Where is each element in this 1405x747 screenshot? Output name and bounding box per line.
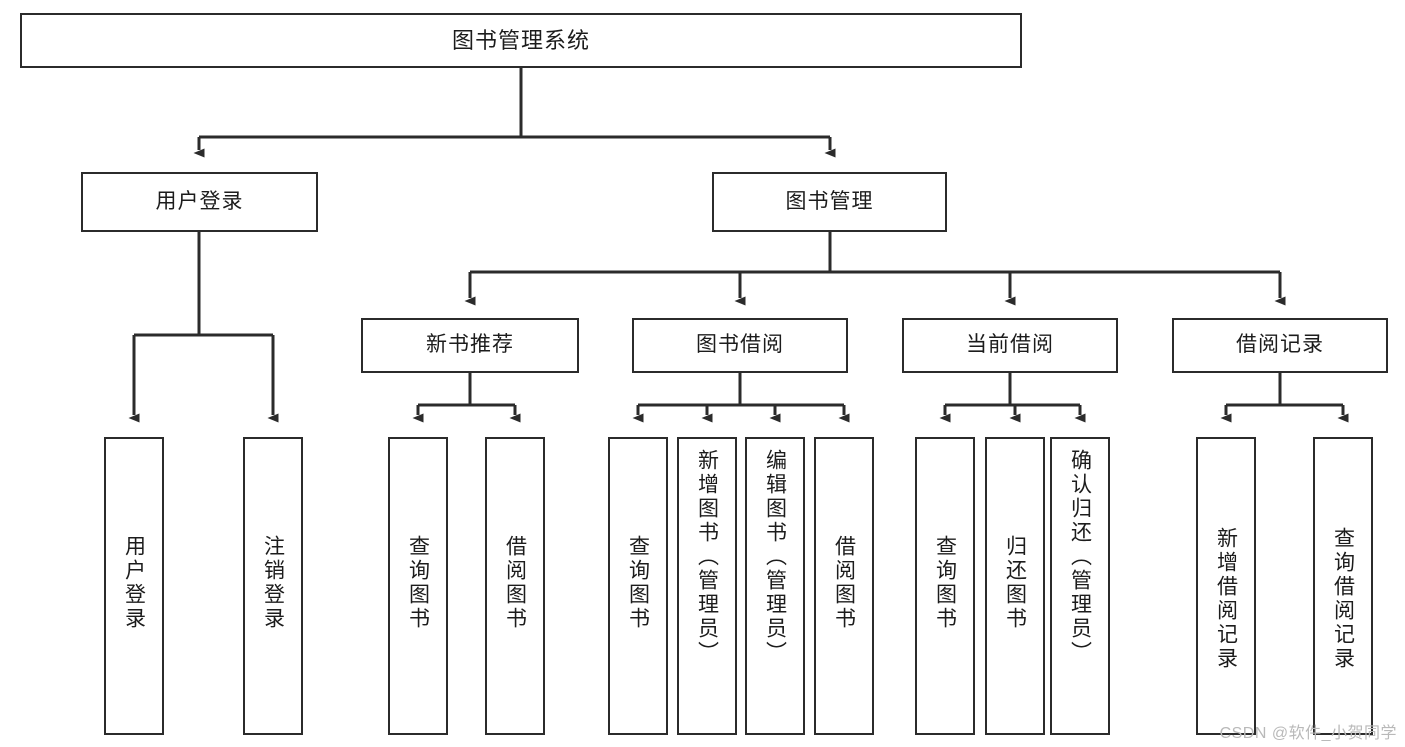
leaf-borrow-book-label: 借阅图书	[832, 535, 856, 631]
node-root-label: 图书管理系统	[451, 27, 590, 53]
leaf-query-book-newbook[interactable]: 查询图书	[388, 437, 448, 735]
node-book-management[interactable]: 图书管理	[712, 172, 947, 232]
leaf-logout[interactable]: 注销登录	[243, 437, 303, 735]
leaf-user-login[interactable]: 用户登录	[104, 437, 164, 735]
leaf-edit-book-admin-label: 编辑图书（管理员）	[763, 449, 787, 665]
leaf-query-borrow-record-label: 查询借阅记录	[1331, 527, 1355, 671]
leaf-confirm-return-admin[interactable]: 确认归还（管理员）	[1050, 437, 1110, 735]
node-borrow-record-label: 借阅记录	[1236, 333, 1324, 357]
node-new-book-recommend[interactable]: 新书推荐	[361, 318, 579, 373]
node-book-borrow[interactable]: 图书借阅	[632, 318, 848, 373]
leaf-add-book-admin[interactable]: 新增图书（管理员）	[677, 437, 737, 735]
leaf-add-book-admin-label: 新增图书（管理员）	[695, 449, 719, 665]
leaf-return-book-label: 归还图书	[1003, 535, 1027, 631]
leaf-borrow-book-newbook-label: 借阅图书	[503, 535, 527, 631]
leaf-add-borrow-record[interactable]: 新增借阅记录	[1196, 437, 1256, 735]
leaf-query-book-borrow-label: 查询图书	[626, 535, 650, 631]
leaf-edit-book-admin[interactable]: 编辑图书（管理员）	[745, 437, 805, 735]
leaf-logout-label: 注销登录	[261, 535, 285, 631]
node-new-book-recommend-label: 新书推荐	[426, 333, 514, 357]
csdn-watermark: CSDN @软件_小贺同学	[1219, 725, 1397, 742]
leaf-query-borrow-record[interactable]: 查询借阅记录	[1313, 437, 1373, 735]
node-book-borrow-label: 图书借阅	[696, 333, 784, 357]
leaf-borrow-book-newbook[interactable]: 借阅图书	[485, 437, 545, 735]
node-book-management-label: 图书管理	[785, 189, 874, 213]
node-current-borrow-label: 当前借阅	[966, 333, 1054, 357]
leaf-query-book-borrow[interactable]: 查询图书	[608, 437, 668, 735]
leaf-query-book-newbook-label: 查询图书	[406, 535, 430, 631]
node-root[interactable]: 图书管理系统	[20, 13, 1022, 68]
leaf-query-book-current-label: 查询图书	[933, 535, 957, 631]
node-user-login[interactable]: 用户登录	[81, 172, 318, 232]
node-current-borrow[interactable]: 当前借阅	[902, 318, 1118, 373]
leaf-user-login-label: 用户登录	[122, 535, 146, 631]
node-user-login-label: 用户登录	[155, 189, 244, 213]
leaf-query-book-current[interactable]: 查询图书	[915, 437, 975, 735]
node-borrow-record[interactable]: 借阅记录	[1172, 318, 1388, 373]
leaf-return-book[interactable]: 归还图书	[985, 437, 1045, 735]
leaf-borrow-book[interactable]: 借阅图书	[814, 437, 874, 735]
leaf-add-borrow-record-label: 新增借阅记录	[1214, 527, 1238, 671]
leaf-confirm-return-admin-label: 确认归还（管理员）	[1068, 449, 1092, 665]
